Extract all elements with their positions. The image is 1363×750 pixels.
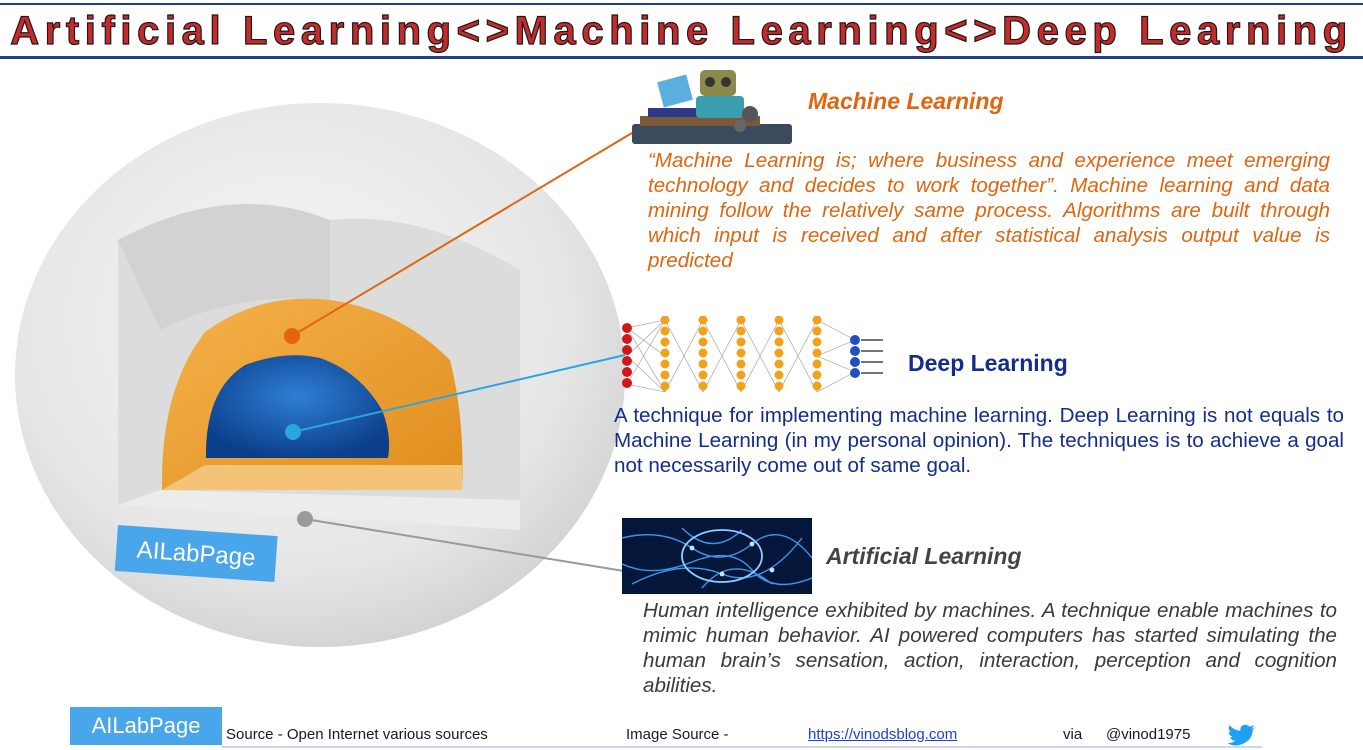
artificial-learning-heading: Artificial Learning [826, 543, 1022, 569]
footer-badge: AILabPage [70, 707, 222, 745]
title-rule-bottom [0, 56, 1363, 59]
footer-image-source-link[interactable]: https://vinodsblog.com [808, 726, 958, 743]
title-rule-top [0, 3, 1363, 5]
globe-badge: AILabPage [114, 525, 278, 583]
footer-image-source-label: Image Source - [626, 726, 729, 743]
machine-learning-description: “Machine Learning is; where business and… [648, 149, 1330, 272]
deep-learning-description: A technique for implementing machine lea… [614, 404, 1344, 477]
footer-rule [222, 746, 1262, 748]
robot-reading-icon [632, 70, 792, 144]
twitter-icon[interactable] [1227, 724, 1257, 746]
deep-learning-heading: Deep Learning [908, 350, 1068, 376]
footer-via: via [1063, 726, 1083, 743]
machine-learning-heading: Machine Learning [808, 88, 1004, 114]
title-bar: Artificial Learning<>Machine Learning<>D… [0, 0, 1363, 60]
circuit-brain-icon [622, 518, 812, 594]
middle-layer-floor [162, 465, 462, 490]
neural-network-icon [622, 316, 883, 393]
ai-connector-line [304, 518, 631, 573]
footer-source: Source - Open Internet various sources [226, 726, 488, 743]
footer-handle[interactable]: @vinod1975 [1106, 726, 1191, 743]
dl-connector-line [292, 354, 626, 433]
layered-sphere-diagram: AILabPage [15, 103, 625, 647]
artificial-learning-description: Human intelligence exhibited by machines… [643, 599, 1337, 697]
core-layer [205, 355, 390, 458]
page-title: Artificial Learning<>Machine Learning<>D… [10, 8, 1353, 53]
outer-shell-floor [118, 490, 520, 530]
ml-connector-line [291, 126, 643, 337]
outer-shell-back [118, 204, 330, 330]
